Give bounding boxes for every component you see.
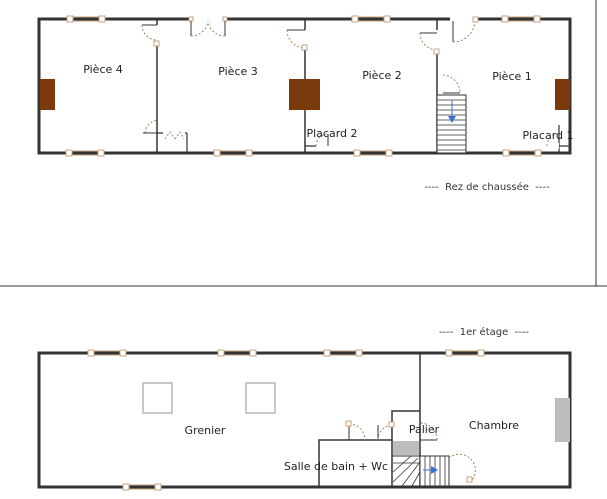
skylight bbox=[245, 382, 276, 414]
stair-arrow-icon bbox=[431, 466, 438, 474]
section-label-ground-floor: ---- Rez de chaussée ---- bbox=[424, 181, 550, 193]
staircase bbox=[392, 453, 476, 487]
door-icon bbox=[377, 421, 395, 441]
chimney-flue bbox=[393, 441, 419, 455]
fireplace bbox=[40, 79, 55, 110]
room-label-chambre: Chambre bbox=[469, 419, 519, 432]
ground-floor-plan: Pièce 4 Pièce 3 Pièce 2 Pièce 1 Placard … bbox=[37, 15, 574, 193]
door-icon bbox=[143, 119, 185, 140]
room-label-placard-1: Placard 1 bbox=[522, 129, 573, 142]
room-label-placard-2: Placard 2 bbox=[306, 127, 357, 140]
room-label-piece-3: Pièce 3 bbox=[218, 65, 258, 78]
room-label-piece-1: Pièce 1 bbox=[492, 70, 532, 83]
stair-arrow-icon bbox=[448, 116, 456, 123]
staircase bbox=[436, 94, 467, 154]
door-icon bbox=[545, 133, 560, 149]
section-label-first-floor: ---- 1er étage ---- bbox=[439, 326, 529, 338]
door-icon bbox=[419, 30, 440, 55]
door-icon bbox=[419, 422, 438, 441]
first-floor-plan: ---- 1er étage ---- bbox=[37, 326, 572, 491]
room-label-piece-4: Pièce 4 bbox=[83, 63, 123, 76]
room-label-grenier: Grenier bbox=[185, 424, 226, 437]
room-label-salle-de-bain: Salle de bain + Wc bbox=[284, 460, 388, 473]
door-icon bbox=[442, 74, 461, 94]
chimney-flue bbox=[555, 398, 570, 442]
entry-door-icon bbox=[450, 16, 479, 43]
double-door-icon bbox=[188, 16, 228, 37]
fireplace bbox=[555, 79, 570, 110]
door-icon bbox=[315, 133, 330, 149]
door-icon bbox=[286, 29, 308, 51]
fireplace bbox=[289, 79, 320, 110]
door-icon bbox=[141, 24, 160, 47]
skylight bbox=[142, 382, 173, 414]
room-label-piece-2: Pièce 2 bbox=[362, 69, 402, 82]
door-icon bbox=[345, 420, 366, 441]
room-label-palier: Palier bbox=[409, 423, 440, 436]
